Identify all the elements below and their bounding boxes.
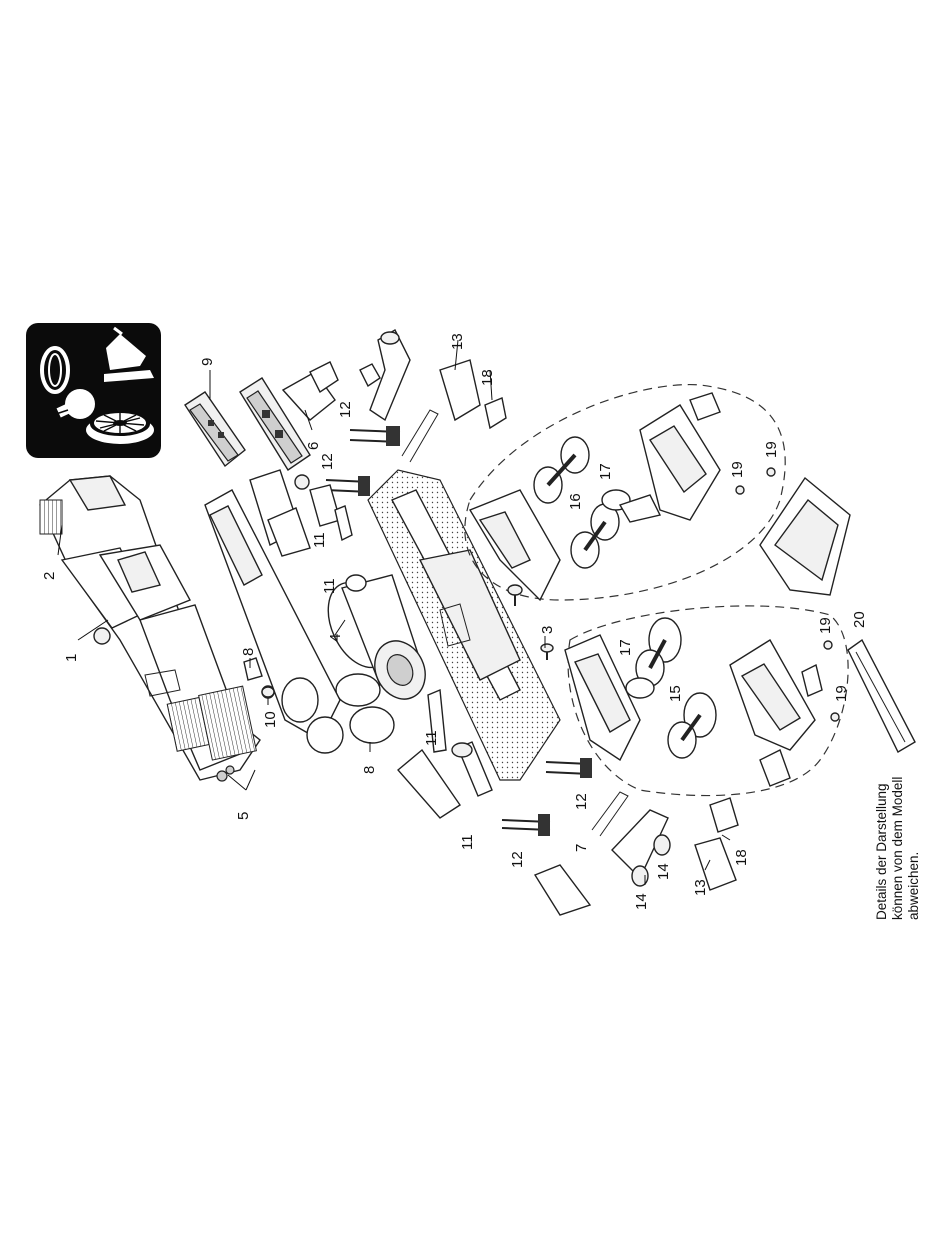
- callout-12b: 12: [319, 453, 336, 470]
- callout-12c: 12: [573, 793, 590, 810]
- callout-18b: 18: [733, 849, 750, 866]
- callout-14a: 14: [633, 893, 650, 910]
- callout-8b: 8: [361, 766, 378, 774]
- callout-19c: 19: [817, 617, 834, 634]
- callout-13b: 13: [692, 879, 709, 896]
- callout-11d: 11: [459, 834, 476, 850]
- callout-10: 10: [262, 711, 279, 728]
- bogie-plate-part: [848, 640, 915, 752]
- callout-1: 1: [63, 654, 80, 662]
- spare-parts-icon-panel: [26, 323, 161, 458]
- note-line-1: Details der Darstellung: [874, 783, 889, 920]
- callout-13a: 13: [449, 333, 466, 350]
- ventilator-icon: [86, 412, 154, 444]
- callout-18a: 18: [479, 369, 496, 386]
- callout-19b: 19: [763, 441, 780, 458]
- callout-12d: 12: [509, 851, 526, 868]
- note-line-3: abweichen.: [906, 852, 921, 920]
- callout-11b: 11: [321, 578, 338, 594]
- callout-12a: 12: [337, 401, 354, 418]
- bogie-upper-group: [465, 385, 785, 600]
- coupler-lower-part: [612, 798, 738, 890]
- callout-3: 3: [539, 626, 556, 634]
- callout-17a: 17: [597, 463, 614, 480]
- callout-19a: 19: [729, 461, 746, 478]
- callout-20: 20: [851, 611, 868, 628]
- bogie-cover-part: [760, 478, 850, 595]
- callout-11a: 11: [311, 532, 328, 548]
- callout-19d: 19: [833, 685, 850, 702]
- callout-9: 9: [199, 358, 216, 366]
- callout-8a: 8: [240, 648, 257, 656]
- callout-4: 4: [327, 634, 344, 642]
- callout-7: 7: [573, 844, 590, 852]
- callout-6: 6: [305, 442, 322, 450]
- light-holder-part: [283, 362, 338, 420]
- disclaimer-note: Details der Darstellung können von dem M…: [874, 777, 921, 920]
- callout-5: 5: [235, 812, 252, 820]
- callout-15: 15: [667, 685, 684, 702]
- traction-tire-part-lower: [626, 678, 654, 698]
- callout-17b: 17: [617, 639, 634, 656]
- callout-2: 2: [41, 572, 58, 580]
- callout-16: 16: [567, 493, 584, 510]
- note-line-2: können von dem Modell: [890, 777, 905, 920]
- callout-14b: 14: [655, 863, 672, 880]
- bogie-lower-group: [565, 606, 848, 796]
- callout-11c: 11: [423, 730, 440, 746]
